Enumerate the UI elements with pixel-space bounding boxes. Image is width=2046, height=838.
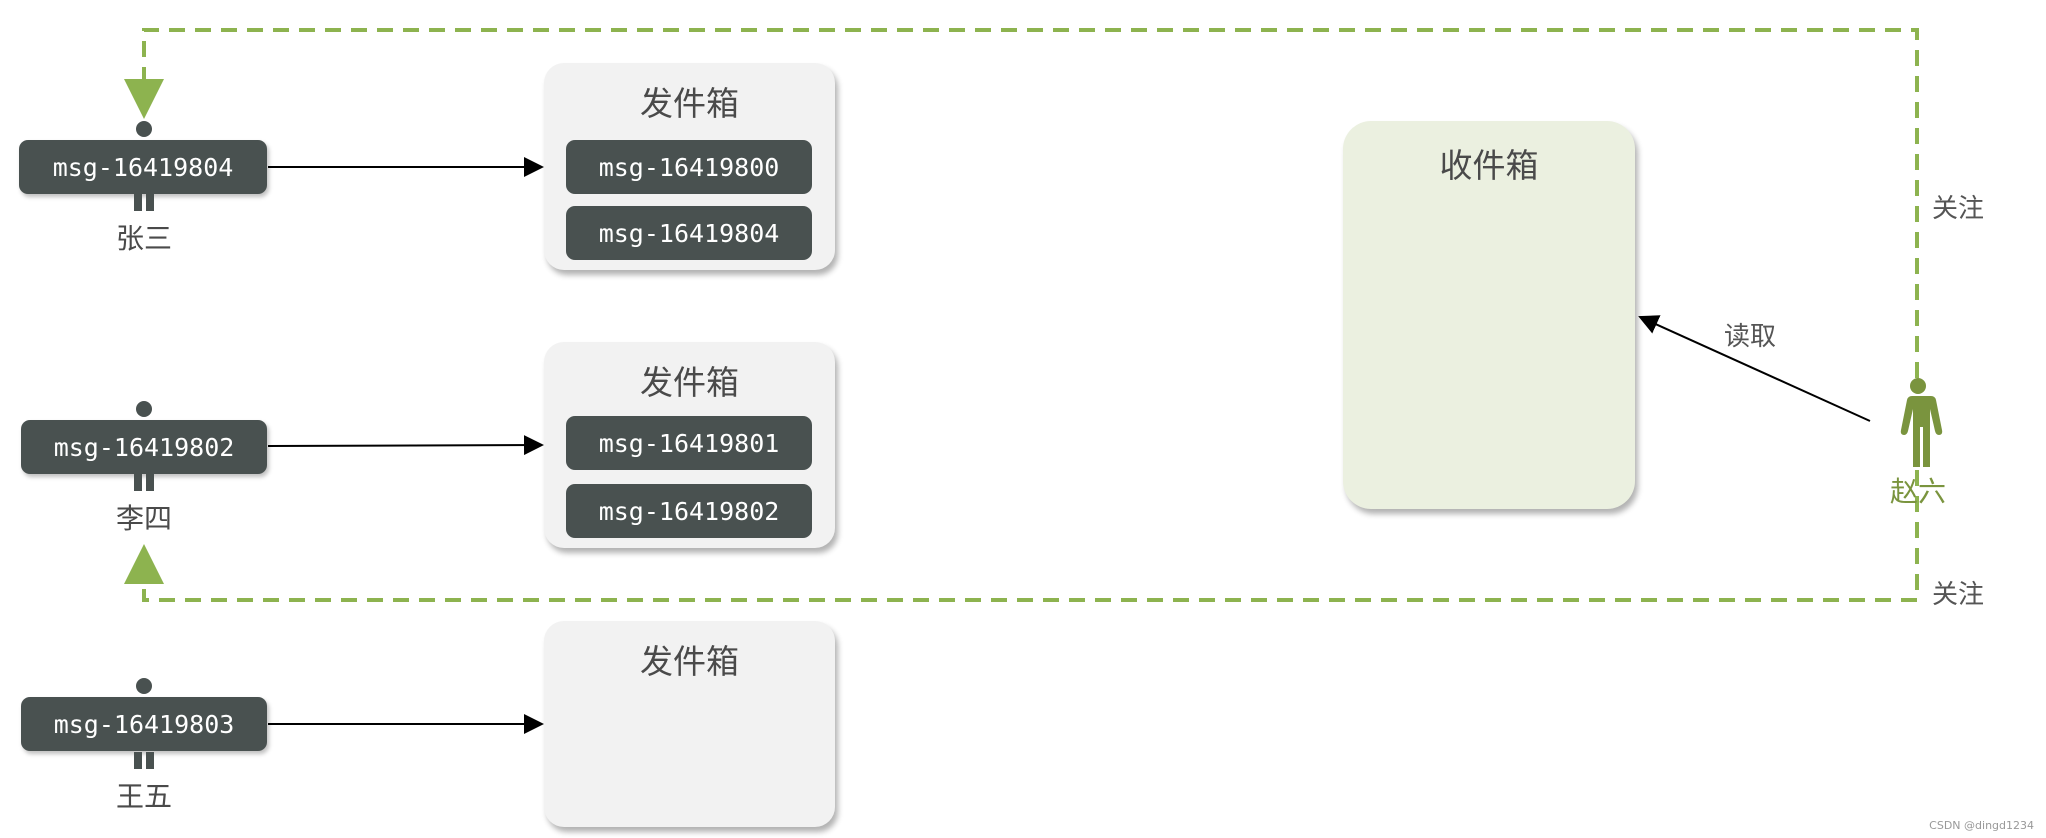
outbox-zhangsan: 发件箱 msg-16419800 msg-16419804 — [544, 63, 835, 270]
outbox-message[interactable]: msg-16419804 — [566, 206, 812, 260]
inbox-zhaoliu: 收件箱 — [1343, 121, 1635, 509]
outbox-title: 发件箱 — [640, 84, 739, 123]
outbox-lisi: 发件箱 msg-16419801 msg-16419802 — [544, 342, 835, 548]
arrow-read-inbox — [1638, 315, 1871, 422]
person-head-icon — [136, 401, 152, 417]
person-legs-icon — [134, 194, 154, 211]
person-legs-icon — [134, 752, 154, 769]
read-label: 读取 — [1724, 322, 1777, 352]
person-head-icon — [136, 121, 152, 137]
outbox-wangwu: 发件箱 — [544, 621, 835, 827]
outbox-message[interactable]: msg-16419802 — [566, 484, 812, 538]
sender-name: 李四 — [115, 502, 172, 535]
outbox-title: 发件箱 — [640, 642, 739, 681]
follow-label-top: 关注 — [1932, 194, 1985, 224]
outbox-message[interactable]: msg-16419800 — [566, 140, 812, 194]
follow-line-lisi — [124, 470, 1919, 602]
sender-name: 王五 — [115, 780, 172, 813]
follow-label-bottom: 关注 — [1932, 580, 1985, 610]
reader-name: 赵六 — [1889, 475, 1946, 508]
inbox-title: 收件箱 — [1439, 146, 1539, 185]
follow-line-zhangsan — [124, 28, 1919, 378]
person-legs-icon — [134, 474, 154, 491]
outbox-message[interactable]: msg-16419801 — [566, 416, 812, 470]
person-icon-zhaoliu — [1900, 378, 1943, 467]
outbox-title: 发件箱 — [640, 363, 739, 402]
watermark: CSDN @dingd1234 — [1929, 819, 2034, 832]
sender-latest-message[interactable]: msg-16419802 — [21, 420, 267, 474]
person-head-icon — [136, 678, 152, 694]
sender-latest-message[interactable]: msg-16419803 — [21, 697, 267, 751]
sender-name: 张三 — [115, 222, 172, 255]
sender-latest-message[interactable]: msg-16419804 — [19, 140, 267, 194]
arrow-lisi-outbox — [267, 435, 544, 456]
